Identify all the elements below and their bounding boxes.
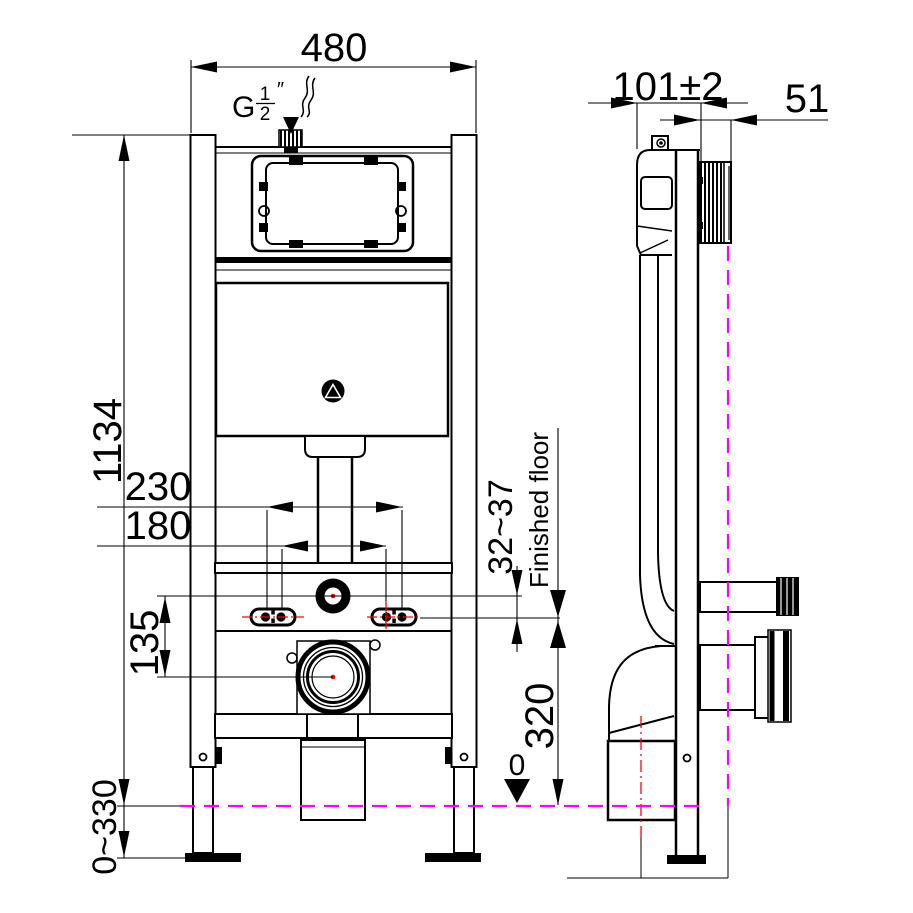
side-flush-pipe (639, 255, 675, 645)
dim-480 (190, 60, 477, 133)
inlet-denominator: 2 (260, 104, 271, 125)
dim-135 (157, 595, 522, 678)
label-datum-zero: 0 (509, 749, 526, 782)
magenta-datum-lines (180, 246, 730, 808)
label-inner-spacing: 180 (125, 504, 192, 548)
side-access-box-thread (697, 161, 732, 244)
access-box (250, 154, 415, 253)
drain-box (300, 739, 366, 821)
right-foot (425, 853, 481, 862)
dim-180 (97, 540, 387, 608)
front-view (185, 129, 481, 862)
label-offset-135: 135 (123, 610, 167, 677)
brand-emblem-icon (321, 379, 345, 403)
right-leg (425, 747, 481, 862)
label-protrusion: 51 (785, 77, 830, 121)
side-cistern-profile (636, 149, 700, 256)
side-foot (667, 855, 706, 864)
dim-1134 (72, 134, 190, 859)
left-rail (189, 134, 217, 768)
inlet-hose-arrow-icon (283, 75, 316, 134)
upper-band (215, 257, 452, 263)
dim-51 (660, 114, 828, 163)
label-leg-adjust: 0~330 (86, 779, 124, 875)
threaded-rod (699, 577, 799, 616)
labels: 480 1134 230 180 135 0~330 32~37 Finishe… (86, 26, 829, 875)
datum-zero-marker (504, 779, 530, 803)
inlet-thread-label: G 1 2 ″ (232, 79, 284, 125)
dimensions (72, 60, 828, 859)
label-height: 1134 (86, 398, 130, 484)
waste-stub (699, 629, 792, 723)
label-inlet-offset: 32~37 (482, 479, 520, 575)
cistern-tank (214, 281, 450, 438)
dim-230 (97, 501, 403, 608)
crossbar-upper (214, 562, 453, 574)
left-foot (185, 853, 241, 862)
inlet-unit: ″ (277, 79, 284, 101)
finished-floor-label: Finished floor (524, 432, 554, 588)
flush-pipe (304, 435, 366, 563)
side-top-tab (651, 135, 669, 151)
right-rail (450, 134, 478, 768)
dim-32-37 (420, 566, 560, 652)
inlet-prefix: G (232, 91, 255, 124)
inlet-numerator: 1 (260, 84, 271, 105)
label-outer-spacing: 230 (125, 465, 192, 509)
label-width: 480 (301, 26, 368, 70)
label-bolt-height: 320 (518, 683, 562, 750)
dim-320-finished-floor (550, 428, 566, 805)
crossbar-lower (214, 713, 453, 739)
left-leg (185, 747, 241, 862)
dim-101 (588, 97, 748, 161)
label-depth: 101±2 (613, 65, 724, 109)
